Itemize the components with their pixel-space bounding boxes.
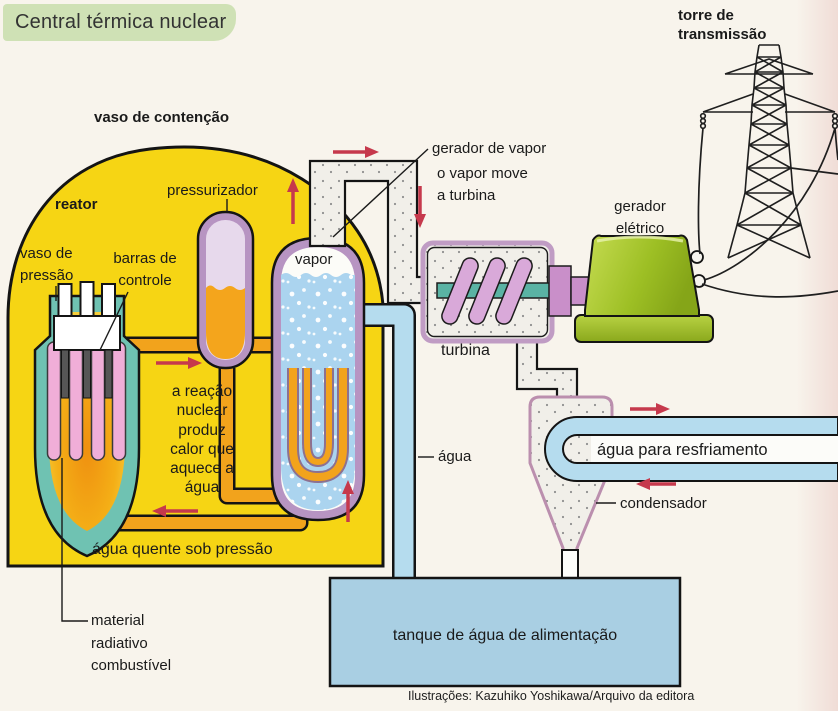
label-steam-generator: gerador de vapor	[432, 140, 547, 157]
label-cooling-water: água para resfriamento	[597, 441, 768, 459]
transmission-tower	[697, 44, 838, 298]
label-electric-generator: gerador elétrico	[614, 198, 666, 237]
flow-arrow-down-icon	[414, 186, 426, 228]
feedwater-pipe	[352, 303, 416, 580]
illustration-credits: Ilustrações: Kazuhiko Yoshikawa/Arquivo …	[408, 689, 695, 703]
insulators	[699, 112, 838, 130]
flow-arrow-left-icon	[636, 478, 676, 490]
label-steam-moves-turbine: o vapor move a turbina	[437, 165, 528, 204]
label-pressurizer: pressurizador	[167, 182, 258, 199]
flow-arrow-right-icon	[630, 403, 670, 415]
label-pointer-lines	[55, 148, 616, 622]
feedwater-tank	[328, 576, 682, 688]
turbine	[420, 240, 593, 344]
reactor-pressure-vessel	[33, 281, 141, 558]
flow-arrow-left-icon	[152, 505, 198, 517]
steam-generator	[270, 236, 366, 522]
label-feedwater-tank: tanque de água de alimentação	[392, 627, 618, 644]
control-rods	[61, 349, 113, 399]
label-containment-vessel: vaso de contenção	[94, 109, 230, 126]
control-rod-housing	[53, 281, 121, 351]
label-nuclear-reaction-note: a reação nuclear produz calor que aquece…	[170, 383, 234, 497]
label-steam: vapor	[295, 251, 333, 268]
label-condenser: condensador	[620, 495, 707, 512]
pressurizer	[196, 210, 255, 370]
electric-generator	[574, 234, 714, 343]
label-control-rods: barras de controle	[113, 250, 177, 289]
flow-arrow-up-icon	[342, 480, 354, 522]
turbine-exhaust-pipe	[515, 339, 579, 402]
turbine-blades	[441, 257, 533, 325]
generator-terminal	[690, 250, 704, 264]
flow-arrow-right-icon	[156, 357, 202, 369]
power-wires	[697, 127, 838, 298]
shaft-coupling	[548, 265, 590, 317]
label-hot-pressurized-water: água quente sob pressão	[92, 541, 273, 558]
condensate-pipe	[561, 549, 579, 581]
label-turbine: turbina	[441, 342, 490, 359]
cooling-water-pipe	[544, 416, 838, 482]
u-tubes	[287, 368, 349, 484]
title-banner: Central térmica nuclear	[3, 4, 236, 41]
flow-arrows	[152, 146, 676, 522]
label-radioactive-fuel: material radiativo combustível	[91, 612, 172, 674]
flow-arrow-up-icon	[287, 178, 299, 224]
label-reactor: reator	[55, 196, 98, 213]
label-transmission-tower: torre de transmissão	[678, 7, 767, 43]
label-water: água	[438, 448, 472, 465]
flow-arrow-right-icon	[333, 146, 379, 158]
label-pressure-vessel: vaso de pressão	[20, 245, 74, 284]
